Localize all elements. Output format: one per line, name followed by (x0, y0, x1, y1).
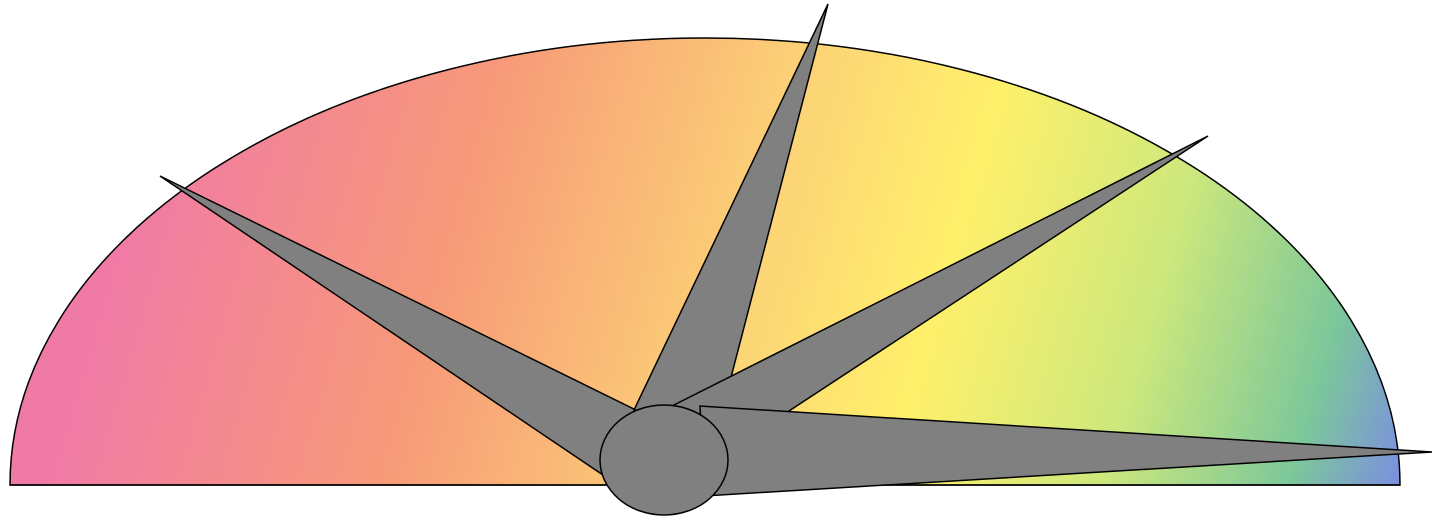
gauge-hub (600, 405, 728, 515)
